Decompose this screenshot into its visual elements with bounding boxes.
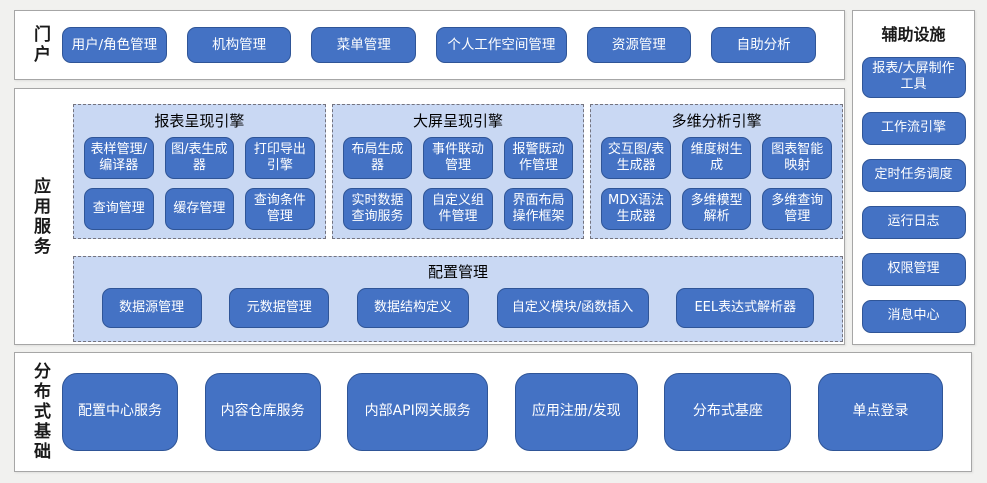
engine-button[interactable]: 表样管理/编译器 xyxy=(84,137,154,179)
dashboard-engine-grid: 布局生成器 事件联动管理 报警既动作管理 实时数据查询服务 自定义组件管理 界面… xyxy=(333,131,584,239)
engine-button[interactable]: 布局生成器 xyxy=(342,137,413,179)
aux-button-message-center[interactable]: 消息中心 xyxy=(861,299,966,333)
aux-button-permissions[interactable]: 权限管理 xyxy=(861,252,966,286)
engine-button[interactable]: 图/表生成器 xyxy=(164,137,235,179)
engine-button[interactable]: 实时数据查询服务 xyxy=(342,188,413,230)
engine-button[interactable]: 交互图/表生成器 xyxy=(601,137,671,179)
foundation-layer-label: 分布式基础 xyxy=(30,362,50,462)
portal-button-user-role[interactable]: 用户/角色管理 xyxy=(62,27,167,63)
engine-button[interactable]: 报警既动作管理 xyxy=(503,137,574,179)
olap-engine-panel: 多维分析引擎 交互图/表生成器 维度树生成 图表智能映射 MDX语法生成器 多维… xyxy=(590,104,844,239)
config-management-title: 配置管理 xyxy=(427,263,488,281)
config-button-row: 数据源管理 元数据管理 数据结构定义 自定义模块/函数插入 EEL表达式解析器 xyxy=(74,288,842,328)
engine-button[interactable]: 查询管理 xyxy=(84,188,154,230)
engine-button[interactable]: 自定义组件管理 xyxy=(423,188,493,230)
auxiliary-section: 辅助设施 报表/大屏制作工具 工作流引擎 定时任务调度 运行日志 权限管理 消息… xyxy=(852,10,975,345)
engine-button[interactable]: 多维模型解析 xyxy=(681,188,752,230)
config-button-datastructure[interactable]: 数据结构定义 xyxy=(356,288,469,328)
auxiliary-button-column: 报表/大屏制作工具 工作流引擎 定时任务调度 运行日志 权限管理 消息中心 xyxy=(861,57,966,333)
config-button-custom-module[interactable]: 自定义模块/函数插入 xyxy=(496,288,649,328)
engine-button[interactable]: 打印导出引擎 xyxy=(245,137,315,179)
foundation-button-config-center[interactable]: 配置中心服务 xyxy=(62,373,178,451)
engine-panel-row: 报表呈现引擎 表样管理/编译器 图/表生成器 打印导出引擎 查询管理 缓存管理 … xyxy=(73,104,844,239)
foundation-button-distributed-base[interactable]: 分布式基座 xyxy=(664,373,792,451)
foundation-button-api-gateway[interactable]: 内部API网关服务 xyxy=(347,373,489,451)
portal-button-resource[interactable]: 资源管理 xyxy=(586,27,692,63)
config-button-datasource[interactable]: 数据源管理 xyxy=(101,288,202,328)
portal-button-menu[interactable]: 菜单管理 xyxy=(311,27,417,63)
foundation-button-content-repo[interactable]: 内容仓库服务 xyxy=(204,373,321,451)
foundation-section: 分布式基础 配置中心服务 内容仓库服务 内部API网关服务 应用注册/发现 分布… xyxy=(14,352,972,472)
engine-button[interactable]: 维度树生成 xyxy=(681,137,752,179)
dashboard-engine-panel: 大屏呈现引擎 布局生成器 事件联动管理 报警既动作管理 实时数据查询服务 自定义… xyxy=(331,104,585,239)
engine-button[interactable]: 事件联动管理 xyxy=(423,137,493,179)
engine-button[interactable]: 缓存管理 xyxy=(164,188,235,230)
config-button-metadata[interactable]: 元数据管理 xyxy=(229,288,330,328)
config-button-eel-parser[interactable]: EEL表达式解析器 xyxy=(676,288,815,328)
aux-button-logs[interactable]: 运行日志 xyxy=(861,205,966,239)
foundation-button-app-registry[interactable]: 应用注册/发现 xyxy=(514,373,638,451)
foundation-button-row: 配置中心服务 内容仓库服务 内部API网关服务 应用注册/发现 分布式基座 单点… xyxy=(62,373,971,451)
portal-layer-label: 门户 xyxy=(30,25,50,65)
report-engine-panel: 报表呈现引擎 表样管理/编译器 图/表生成器 打印导出引擎 查询管理 缓存管理 … xyxy=(73,104,326,239)
auxiliary-title: 辅助设施 xyxy=(881,25,946,44)
portal-button-row: 用户/角色管理 机构管理 菜单管理 个人工作空间管理 资源管理 自助分析 xyxy=(62,27,844,63)
engine-button[interactable]: MDX语法生成器 xyxy=(601,188,671,230)
portal-button-org[interactable]: 机构管理 xyxy=(186,27,292,63)
olap-engine-title: 多维分析引擎 xyxy=(671,112,762,130)
aux-button-workflow[interactable]: 工作流引擎 xyxy=(861,111,966,145)
report-engine-title: 报表呈现引擎 xyxy=(154,112,245,130)
engine-button[interactable]: 查询条件管理 xyxy=(245,188,315,230)
portal-button-selfservice[interactable]: 自助分析 xyxy=(711,27,816,63)
report-engine-grid: 表样管理/编译器 图/表生成器 打印导出引擎 查询管理 缓存管理 查询条件管理 xyxy=(74,131,325,239)
dashboard-engine-title: 大屏呈现引擎 xyxy=(413,112,504,130)
engine-button[interactable]: 多维查询管理 xyxy=(762,188,832,230)
olap-engine-grid: 交互图/表生成器 维度树生成 图表智能映射 MDX语法生成器 多维模型解析 多维… xyxy=(591,131,842,239)
portal-button-workspace[interactable]: 个人工作空间管理 xyxy=(436,27,567,63)
app-services-section: 应用服务 报表呈现引擎 表样管理/编译器 图/表生成器 打印导出引擎 查询管理 … xyxy=(14,88,845,345)
aux-button-scheduler[interactable]: 定时任务调度 xyxy=(861,158,966,192)
app-services-layer-label: 应用服务 xyxy=(30,176,50,257)
portal-section: 门户 用户/角色管理 机构管理 菜单管理 个人工作空间管理 资源管理 自助分析 xyxy=(14,10,845,80)
aux-button-report-tool[interactable]: 报表/大屏制作工具 xyxy=(861,57,966,98)
foundation-button-sso[interactable]: 单点登录 xyxy=(817,373,943,451)
engine-button[interactable]: 图表智能映射 xyxy=(762,137,832,179)
config-management-panel: 配置管理 数据源管理 元数据管理 数据结构定义 自定义模块/函数插入 EEL表达… xyxy=(73,256,843,342)
engine-button[interactable]: 界面布局操作框架 xyxy=(503,188,574,230)
